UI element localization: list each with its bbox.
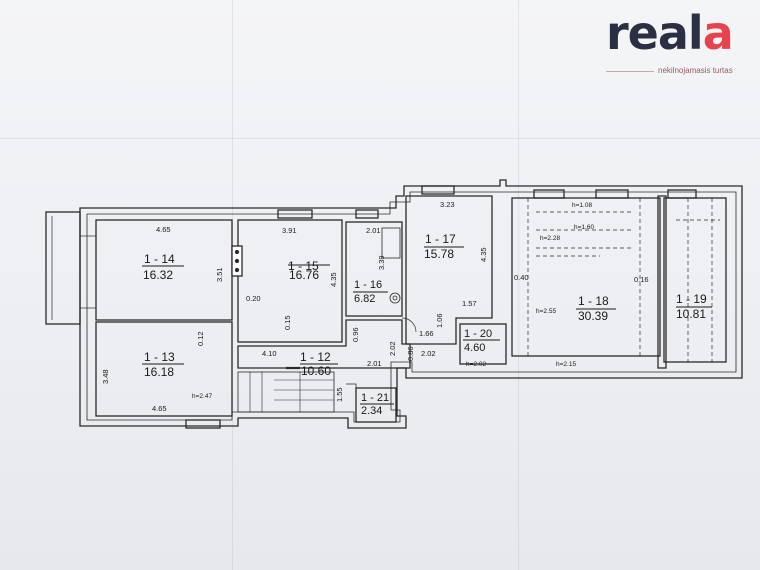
window xyxy=(421,185,455,195)
ceiling-height-label: h=2.28 xyxy=(540,235,560,242)
room-1-21-outline xyxy=(355,387,397,423)
dimension-label: 4.65 xyxy=(156,225,171,234)
dimension-label: 0.96 xyxy=(351,327,360,342)
ceiling-height-lines xyxy=(527,198,720,362)
dimension-label: 0.16 xyxy=(634,275,649,284)
logo-wordmark: reala xyxy=(606,10,734,56)
room-id-1-14: 1 - 14 xyxy=(144,252,175,266)
outer-wall xyxy=(79,179,743,429)
room-area-1-18: 30.39 xyxy=(578,309,608,323)
dimension-label: 2.02 xyxy=(388,341,397,356)
label-dividers xyxy=(142,246,712,405)
room-id-1-13: 1 - 13 xyxy=(144,350,175,364)
room-1-19-outline xyxy=(663,197,727,363)
dimension-label: 0.20 xyxy=(246,294,261,303)
dimension-label: 1.66 xyxy=(419,329,434,338)
dimension-label: 4.35 xyxy=(329,272,338,287)
room-area-1-15: 16.76 xyxy=(289,268,319,282)
room-area-1-16: 6.82 xyxy=(354,293,375,305)
dimension-label: 2.02 xyxy=(421,349,436,358)
ceiling-height-label: h=2.15 xyxy=(556,361,576,368)
room-id-1-16: 1 - 16 xyxy=(354,279,382,291)
toilet xyxy=(389,292,401,304)
door-swing xyxy=(401,317,417,333)
dimension-label: 3.51 xyxy=(215,267,224,282)
room-area-1-17: 15.78 xyxy=(424,247,454,261)
room-id-1-18: 1 - 18 xyxy=(578,294,609,308)
room-id-1-17: 1 - 17 xyxy=(425,232,456,246)
reala-logo: reala nekilnojamasis turtas xyxy=(606,10,746,78)
logo-word-main: real xyxy=(606,6,704,60)
page-crease xyxy=(518,0,519,570)
height-labels: h=1.08 h=1.60 h=2.28 h=2.55 h=2.47 h=2.0… xyxy=(192,202,594,400)
room-id-1-15: 1 - 15 xyxy=(288,259,319,273)
window xyxy=(355,209,379,219)
dimension-label: 1.57 xyxy=(462,299,477,308)
window xyxy=(185,419,221,429)
dimension-label: 0.15 xyxy=(283,315,292,330)
dimension-label: 1.55 xyxy=(335,387,344,402)
dimension-label: 4.35 xyxy=(479,247,488,262)
room-labels: 1 - 14 16.32 1 - 15 16.76 1 - 16 6.82 1 … xyxy=(143,232,707,417)
ceiling-height-label: h=1.60 xyxy=(574,224,594,231)
room-1-18-outline xyxy=(511,197,661,357)
window xyxy=(595,189,629,199)
room-area-1-19: 10.81 xyxy=(676,307,706,321)
walls xyxy=(45,179,743,429)
balcony xyxy=(45,211,81,325)
room-id-1-21: 1 - 21 xyxy=(361,392,389,404)
room-id-1-19: 1 - 19 xyxy=(676,292,707,306)
dimension-label: 3.91 xyxy=(282,226,297,235)
room-area-1-14: 16.32 xyxy=(143,268,173,282)
page-crease xyxy=(0,138,760,139)
dimension-label: 3.39 xyxy=(377,255,386,270)
dimension-label: 1.06 xyxy=(435,313,444,328)
room-1-16-outline xyxy=(345,221,403,317)
ceiling-height-label: h=2.47 xyxy=(192,393,212,400)
room-area-1-13: 16.18 xyxy=(144,365,174,379)
window xyxy=(667,189,697,199)
dimension-label: 4.10 xyxy=(262,349,277,358)
ceiling-height-label: h=2.55 xyxy=(536,308,556,315)
logo-rule xyxy=(606,71,654,72)
dimension-label: 3.48 xyxy=(101,369,110,384)
dimension-label: 4.65 xyxy=(152,404,167,413)
door xyxy=(346,383,357,394)
window xyxy=(277,209,313,219)
dimension-labels: 4.65 3.91 2.01 3.23 3.51 0.20 4.35 3.39 … xyxy=(101,200,649,413)
ceiling-height-label: h=2.02 xyxy=(466,361,486,368)
logo-tagline: nekilnojamasis turtas xyxy=(658,66,733,75)
room-area-1-12: 10.60 xyxy=(301,364,331,378)
dimension-label: 0.12 xyxy=(196,331,205,346)
room-1-15-outline xyxy=(237,219,343,343)
room-id-1-12: 1 - 12 xyxy=(300,350,331,364)
sink xyxy=(381,227,401,259)
inner-wall-line xyxy=(86,191,737,423)
room-1-20-outline xyxy=(459,323,507,365)
dimension-label: 2.01 xyxy=(367,359,382,368)
logo-word-accent: a xyxy=(702,6,734,60)
window xyxy=(533,189,565,199)
room-id-1-20: 1 - 20 xyxy=(464,328,492,340)
dimension-label: 2.01 xyxy=(366,226,381,235)
room-1-13-outline xyxy=(95,321,233,417)
dimension-label: 0.86 xyxy=(406,346,415,361)
ceiling-height-label: h=1.08 xyxy=(572,202,592,209)
room-area-1-20: 4.60 xyxy=(464,342,485,354)
column-wall xyxy=(657,195,667,369)
room-1-17-outline xyxy=(405,195,493,345)
dimension-label: 0.40 xyxy=(514,273,529,282)
room-area-1-21: 2.34 xyxy=(361,405,382,417)
dimension-label: 3.23 xyxy=(440,200,455,209)
staircase xyxy=(237,371,335,413)
